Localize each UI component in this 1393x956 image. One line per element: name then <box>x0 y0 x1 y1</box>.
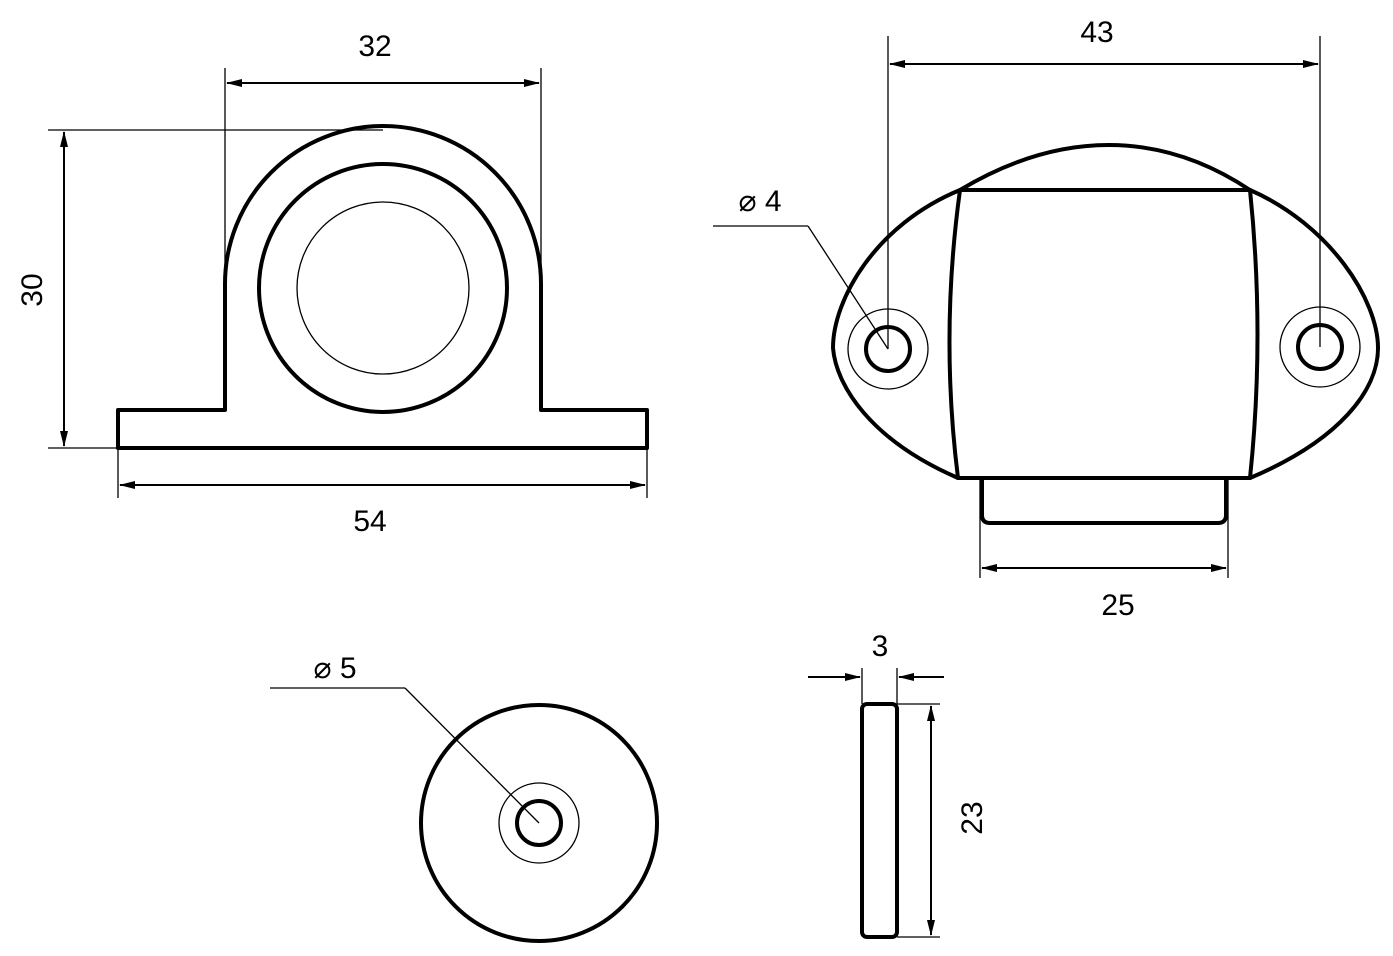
view-top-base: 43 ⌀ 4 25 <box>713 16 1380 622</box>
leader-d5 <box>404 687 540 824</box>
oval-base-outline <box>831 143 1380 480</box>
dim-label-23: 23 <box>956 801 989 834</box>
dim-label-d5: ⌀ 5 <box>313 652 356 685</box>
dim-label-d4: ⌀ 4 <box>738 185 781 218</box>
disc-hole-inner <box>515 799 563 847</box>
dim-label-43: 43 <box>1080 16 1113 49</box>
view-disc-side: 3 23 <box>808 630 989 939</box>
dim-label-32: 32 <box>358 30 391 63</box>
dim-label-25: 25 <box>1101 589 1134 622</box>
dim-label-30: 30 <box>16 273 49 306</box>
base-outline <box>116 124 649 450</box>
dim-label-54: 54 <box>353 505 386 538</box>
leader-d4 <box>807 225 889 350</box>
inner-bore <box>296 201 470 375</box>
outer-ring <box>257 162 509 414</box>
disc-side-outline <box>860 702 899 939</box>
view-disc-front: ⌀ 5 <box>270 652 659 943</box>
tab <box>980 478 1228 525</box>
disc-outline <box>419 703 659 943</box>
view-front-base: 32 30 54 <box>16 30 649 538</box>
dim-label-3: 3 <box>872 630 889 663</box>
disc-hole-outer <box>498 782 580 864</box>
dome-body <box>947 188 1260 480</box>
